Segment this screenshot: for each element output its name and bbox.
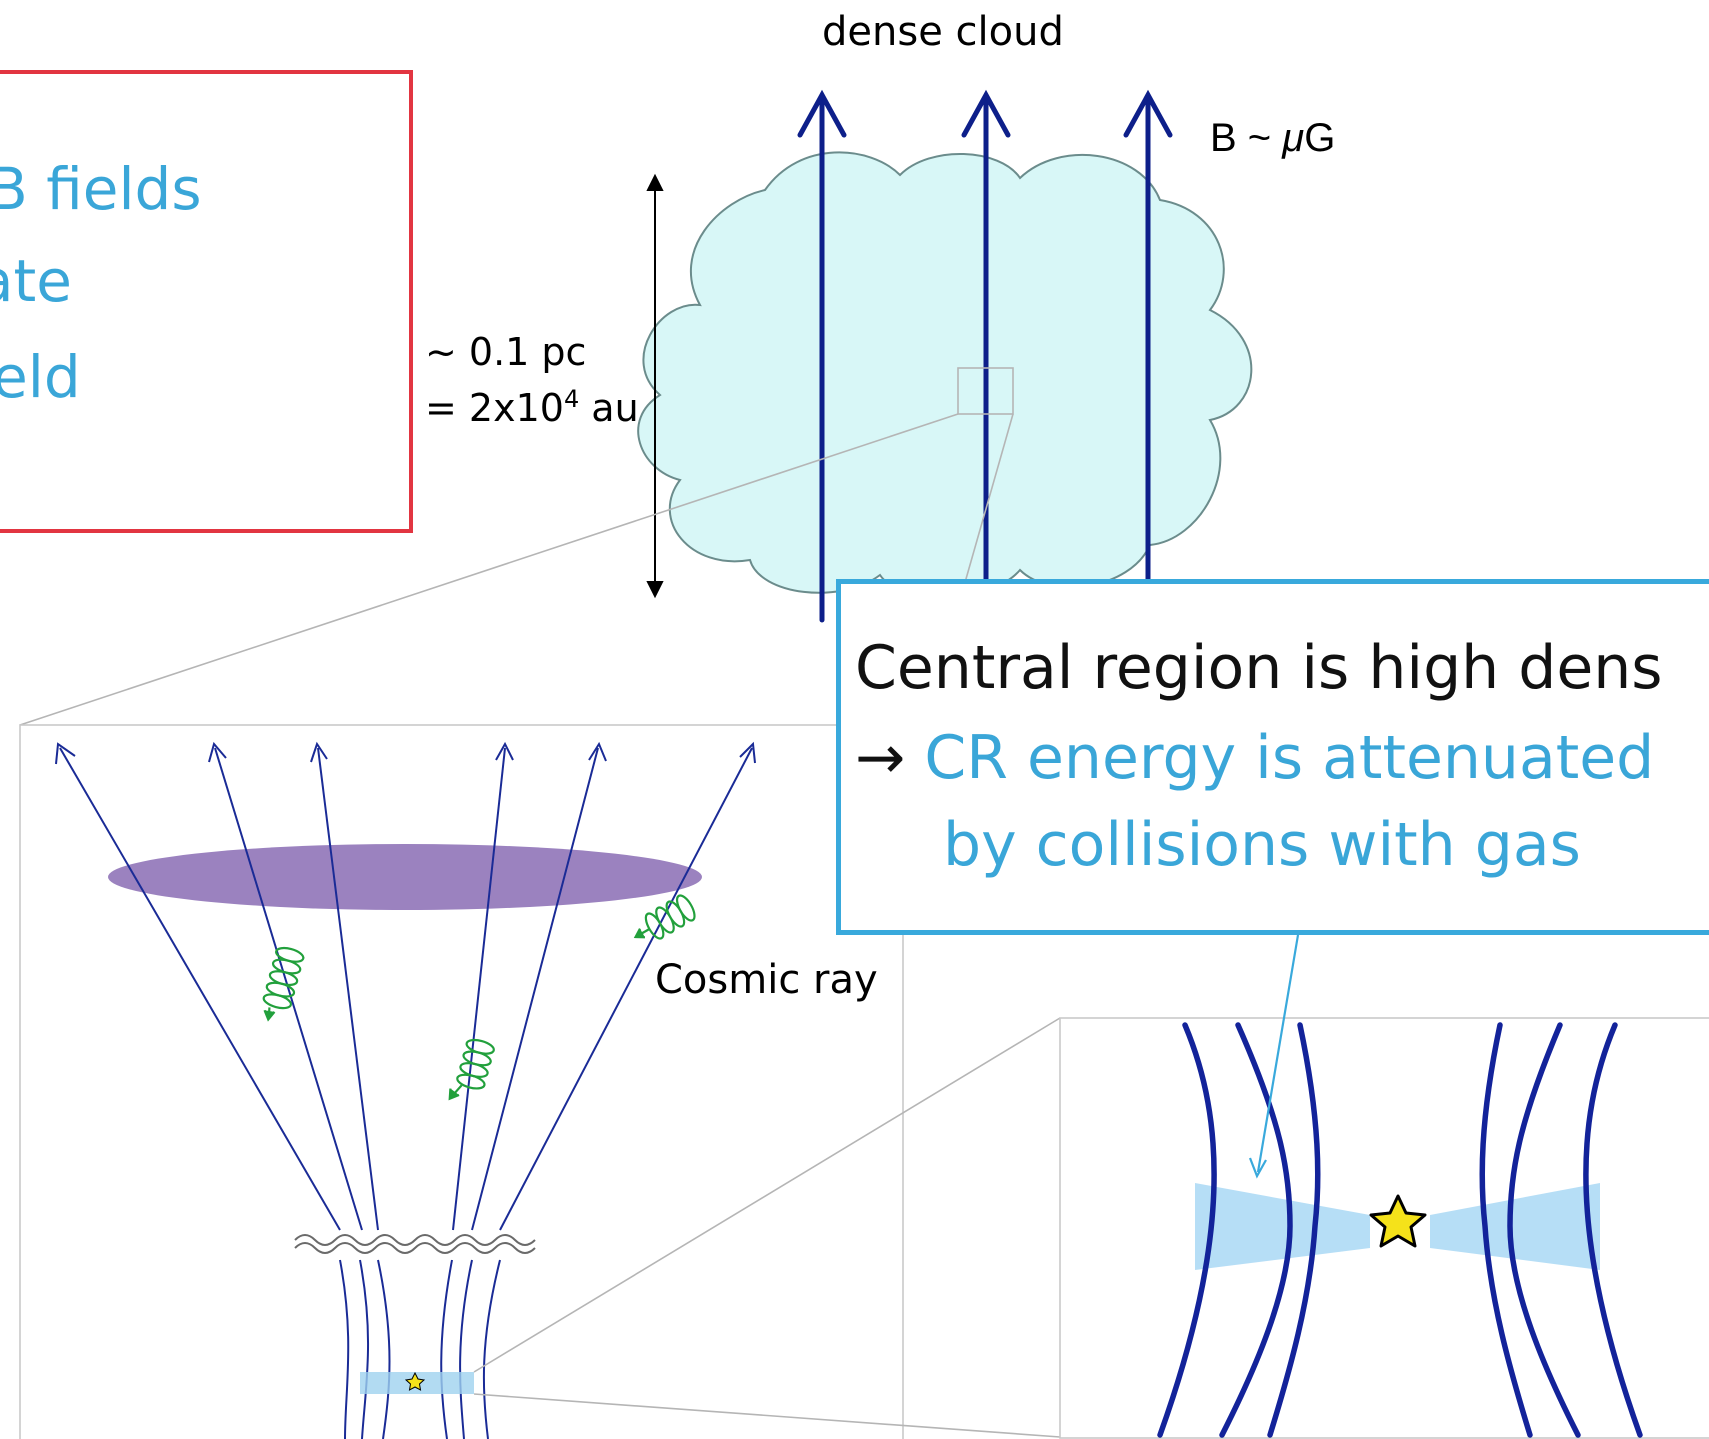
red-annotation-box: B fields ate ield: [0, 70, 413, 533]
field-strength-mu: μ: [1282, 116, 1305, 160]
scale-au-unit: au: [579, 386, 639, 430]
field-arrowhead: [961, 89, 1011, 138]
zoom-connectors-top: [19, 367, 1014, 726]
field-strength-label: B ~ μG: [1210, 118, 1335, 158]
callout-line-2-text: CR energy is attenuated: [924, 723, 1655, 793]
helix-3: [633, 894, 696, 940]
callout-line-2: → CR energy is attenuated: [855, 728, 1654, 788]
zoom-panel-left: [19, 724, 904, 1439]
purple-disk: [108, 844, 702, 910]
cosmic-ray-helices: [262, 894, 696, 1101]
helix-2: [448, 1038, 495, 1101]
fanning-field-lines: [55, 741, 756, 1231]
scale-bar: [646, 173, 664, 599]
red-box-line: B fields: [0, 155, 202, 223]
dense-cloud: [637, 151, 1253, 598]
scale-au-exponent: 4: [563, 385, 580, 413]
callout-heading: Central region is high dens: [855, 633, 1663, 703]
callout-pointer: [1248, 934, 1300, 1179]
break-mark: [294, 1234, 536, 1254]
small-star: [404, 1371, 426, 1391]
cosmic-ray-label: Cosmic ray: [655, 957, 878, 1003]
right-arrow-icon: →: [855, 723, 906, 793]
scale-label-pc: ~ 0.1 pc: [425, 330, 587, 374]
dense-cloud-title: dense cloud: [822, 9, 1064, 55]
field-strength-unit: G: [1304, 116, 1336, 160]
zoom-connectors-bottom: [473, 1017, 1061, 1438]
zoom-panel-right: [1059, 1017, 1709, 1439]
field-strength-prefix: B ~: [1210, 116, 1283, 160]
large-star: [1369, 1194, 1427, 1248]
scale-label-au: = 2x104 au: [425, 387, 639, 427]
field-arrowhead: [1123, 89, 1173, 138]
red-box-line: ield: [0, 343, 81, 411]
zoom-box: [957, 367, 1014, 415]
blue-callout-box: Central region is high dens → CR energy …: [836, 579, 1709, 935]
core-field-lines-small: [339, 1259, 501, 1439]
scale-au-prefix: = 2x10: [425, 386, 564, 430]
callout-line-3: by collisions with gas: [943, 810, 1581, 880]
helix-1: [262, 946, 305, 1022]
field-arrowhead: [797, 89, 847, 138]
core-field-lines-large: [1157, 1022, 1643, 1438]
cloud-field-lines: [797, 89, 1173, 623]
red-box-line: ate: [0, 247, 72, 315]
